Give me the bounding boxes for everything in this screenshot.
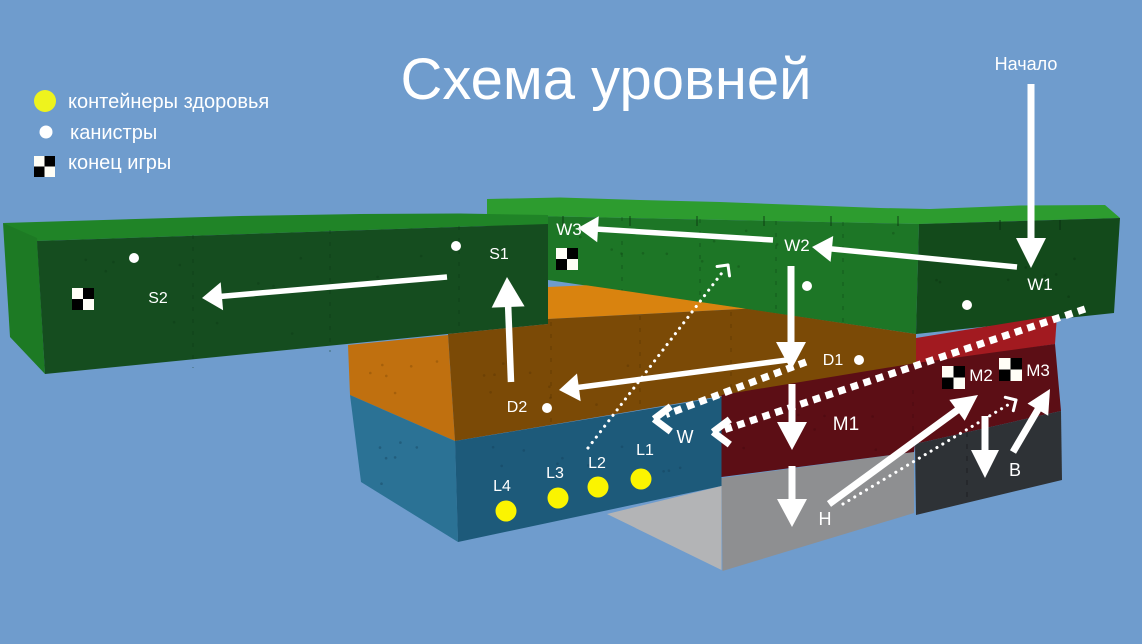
- svg-text:D2: D2: [507, 399, 528, 416]
- svg-text:W1: W1: [1027, 275, 1053, 294]
- svg-text:M1: M1: [833, 414, 859, 435]
- svg-text:L2: L2: [588, 455, 606, 472]
- svg-text:L3: L3: [546, 465, 564, 482]
- svg-text:S1: S1: [489, 246, 509, 263]
- svg-text:Схема уровней: Схема уровней: [400, 47, 811, 112]
- svg-text:L1: L1: [636, 442, 654, 459]
- svg-text:M3: M3: [1026, 361, 1050, 380]
- svg-text:S2: S2: [148, 290, 168, 307]
- svg-text:B: B: [1009, 460, 1021, 480]
- svg-text:конец игры: конец игры: [68, 152, 171, 174]
- svg-text:W2: W2: [784, 236, 810, 255]
- svg-text:H: H: [819, 509, 832, 529]
- svg-text:W: W: [677, 427, 694, 447]
- svg-text:L4: L4: [493, 478, 511, 495]
- svg-text:W3: W3: [556, 220, 582, 239]
- svg-text:D1: D1: [823, 352, 844, 369]
- svg-text:канистры: канистры: [70, 122, 157, 144]
- svg-text:контейнеры здоровья: контейнеры здоровья: [68, 91, 269, 113]
- svg-text:Начало: Начало: [995, 54, 1058, 74]
- svg-text:M2: M2: [969, 366, 993, 385]
